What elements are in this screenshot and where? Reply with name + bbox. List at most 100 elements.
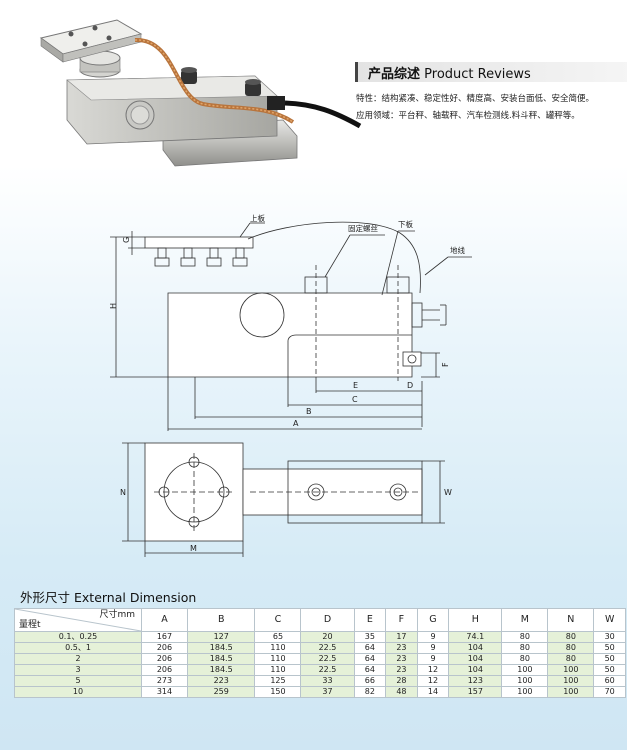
value-cell: 80 (501, 642, 549, 654)
dimension-title: 外形尺寸 External Dimension (20, 587, 196, 606)
dimension-title-cn: 外形尺寸 (20, 590, 71, 605)
value-cell: 14 (416, 686, 450, 698)
range-cell: 0.1、0.25 (14, 631, 142, 643)
value-cell: 50 (593, 664, 626, 676)
value-cell: 37 (300, 686, 355, 698)
section-header-bar (355, 62, 627, 82)
value-cell: 65 (254, 631, 302, 643)
label-top-plate: 上板 (250, 213, 265, 223)
value-cell: 9 (416, 653, 450, 665)
value-cell: 22.5 (300, 642, 355, 654)
value-cell: 82 (353, 686, 387, 698)
value-cell: 80 (501, 653, 549, 665)
value-cell: 167 (141, 631, 188, 643)
column-header: M (501, 608, 549, 632)
value-cell: 12 (416, 664, 450, 676)
section-title: 产品综述 Product Reviews (368, 63, 531, 82)
value-cell: 206 (141, 664, 188, 676)
value-cell: 100 (501, 686, 549, 698)
dimension-title-en: External Dimension (74, 590, 197, 605)
value-cell: 100 (501, 664, 549, 676)
value-cell: 104 (448, 653, 503, 665)
value-cell: 104 (448, 642, 503, 654)
value-cell: 23 (385, 664, 418, 676)
value-cell: 184.5 (186, 653, 256, 665)
value-cell: 60 (593, 675, 626, 687)
table-corner-cell: 尺寸mm 量程t (14, 608, 142, 632)
range-cell: 2 (14, 653, 142, 665)
value-cell: 223 (186, 675, 256, 687)
value-cell: 259 (186, 686, 256, 698)
header-size-label: 尺寸mm (99, 610, 135, 620)
value-cell: 64 (353, 642, 387, 654)
header-range-label: 量程t (19, 620, 41, 630)
table-header-row: 尺寸mm 量程t A B C D E F G H M N W (14, 608, 626, 632)
value-cell: 100 (501, 675, 549, 687)
value-cell: 48 (385, 686, 418, 698)
dim-D: D (407, 381, 413, 390)
column-header: G (416, 608, 450, 632)
value-cell: 35 (353, 631, 387, 643)
value-cell: 184.5 (186, 642, 256, 654)
value-cell: 110 (254, 653, 302, 665)
value-cell: 110 (254, 664, 302, 676)
dim-H: H (109, 303, 118, 309)
dim-C: C (352, 395, 358, 404)
dim-W: W (444, 488, 452, 497)
value-cell: 80 (547, 642, 595, 654)
section-title-cn: 产品综述 (368, 67, 421, 82)
value-cell: 17 (385, 631, 418, 643)
value-cell: 50 (593, 642, 626, 654)
applications-text: 应用领域：平台秤、轴载秤、汽车检测线.料斗秤、罐秤等。 (356, 111, 580, 121)
column-header: W (593, 608, 626, 632)
value-cell: 110 (254, 642, 302, 654)
value-cell: 104 (448, 664, 503, 676)
value-cell: 100 (547, 686, 595, 698)
column-header: F (385, 608, 418, 632)
value-cell: 127 (186, 631, 256, 643)
section-title-en: Product Reviews (424, 67, 531, 82)
technical-drawing: 上板 固定螺丝 下板 地线 G H F E D C B A N M W (109, 213, 472, 557)
dim-E: E (353, 381, 358, 390)
value-cell: 22.5 (300, 653, 355, 665)
column-header: A (141, 608, 188, 632)
value-cell: 206 (141, 642, 188, 654)
value-cell: 9 (416, 642, 450, 654)
dim-M: M (190, 544, 197, 553)
features-text: 特性：结构紧凑、稳定性好、精度高、安装台面低、安全简便。 (356, 94, 595, 104)
value-cell: 28 (385, 675, 418, 687)
value-cell: 66 (353, 675, 387, 687)
value-cell: 80 (501, 631, 549, 643)
column-header: C (254, 608, 302, 632)
range-cell: 5 (14, 675, 142, 687)
dim-B: B (306, 407, 312, 416)
range-cell: 3 (14, 664, 142, 676)
value-cell: 206 (141, 653, 188, 665)
value-cell: 23 (385, 642, 418, 654)
dim-F: F (441, 362, 450, 367)
value-cell: 23 (385, 653, 418, 665)
column-header: B (186, 608, 256, 632)
value-cell: 74.1 (448, 631, 503, 643)
value-cell: 100 (547, 675, 595, 687)
column-header: H (448, 608, 503, 632)
label-bottom-plate: 下板 (398, 219, 413, 229)
column-header: D (300, 608, 355, 632)
label-fixing-bolt: 固定螺丝 (348, 223, 378, 233)
dim-N: N (120, 488, 126, 497)
label-ground-wire: 地线 (450, 245, 465, 255)
column-header: E (353, 608, 387, 632)
range-cell: 10 (14, 686, 142, 698)
value-cell: 9 (416, 631, 450, 643)
value-cell: 273 (141, 675, 188, 687)
value-cell: 150 (254, 686, 302, 698)
value-cell: 184.5 (186, 664, 256, 676)
column-header: N (547, 608, 595, 632)
dim-G: G (122, 237, 131, 243)
value-cell: 33 (300, 675, 355, 687)
